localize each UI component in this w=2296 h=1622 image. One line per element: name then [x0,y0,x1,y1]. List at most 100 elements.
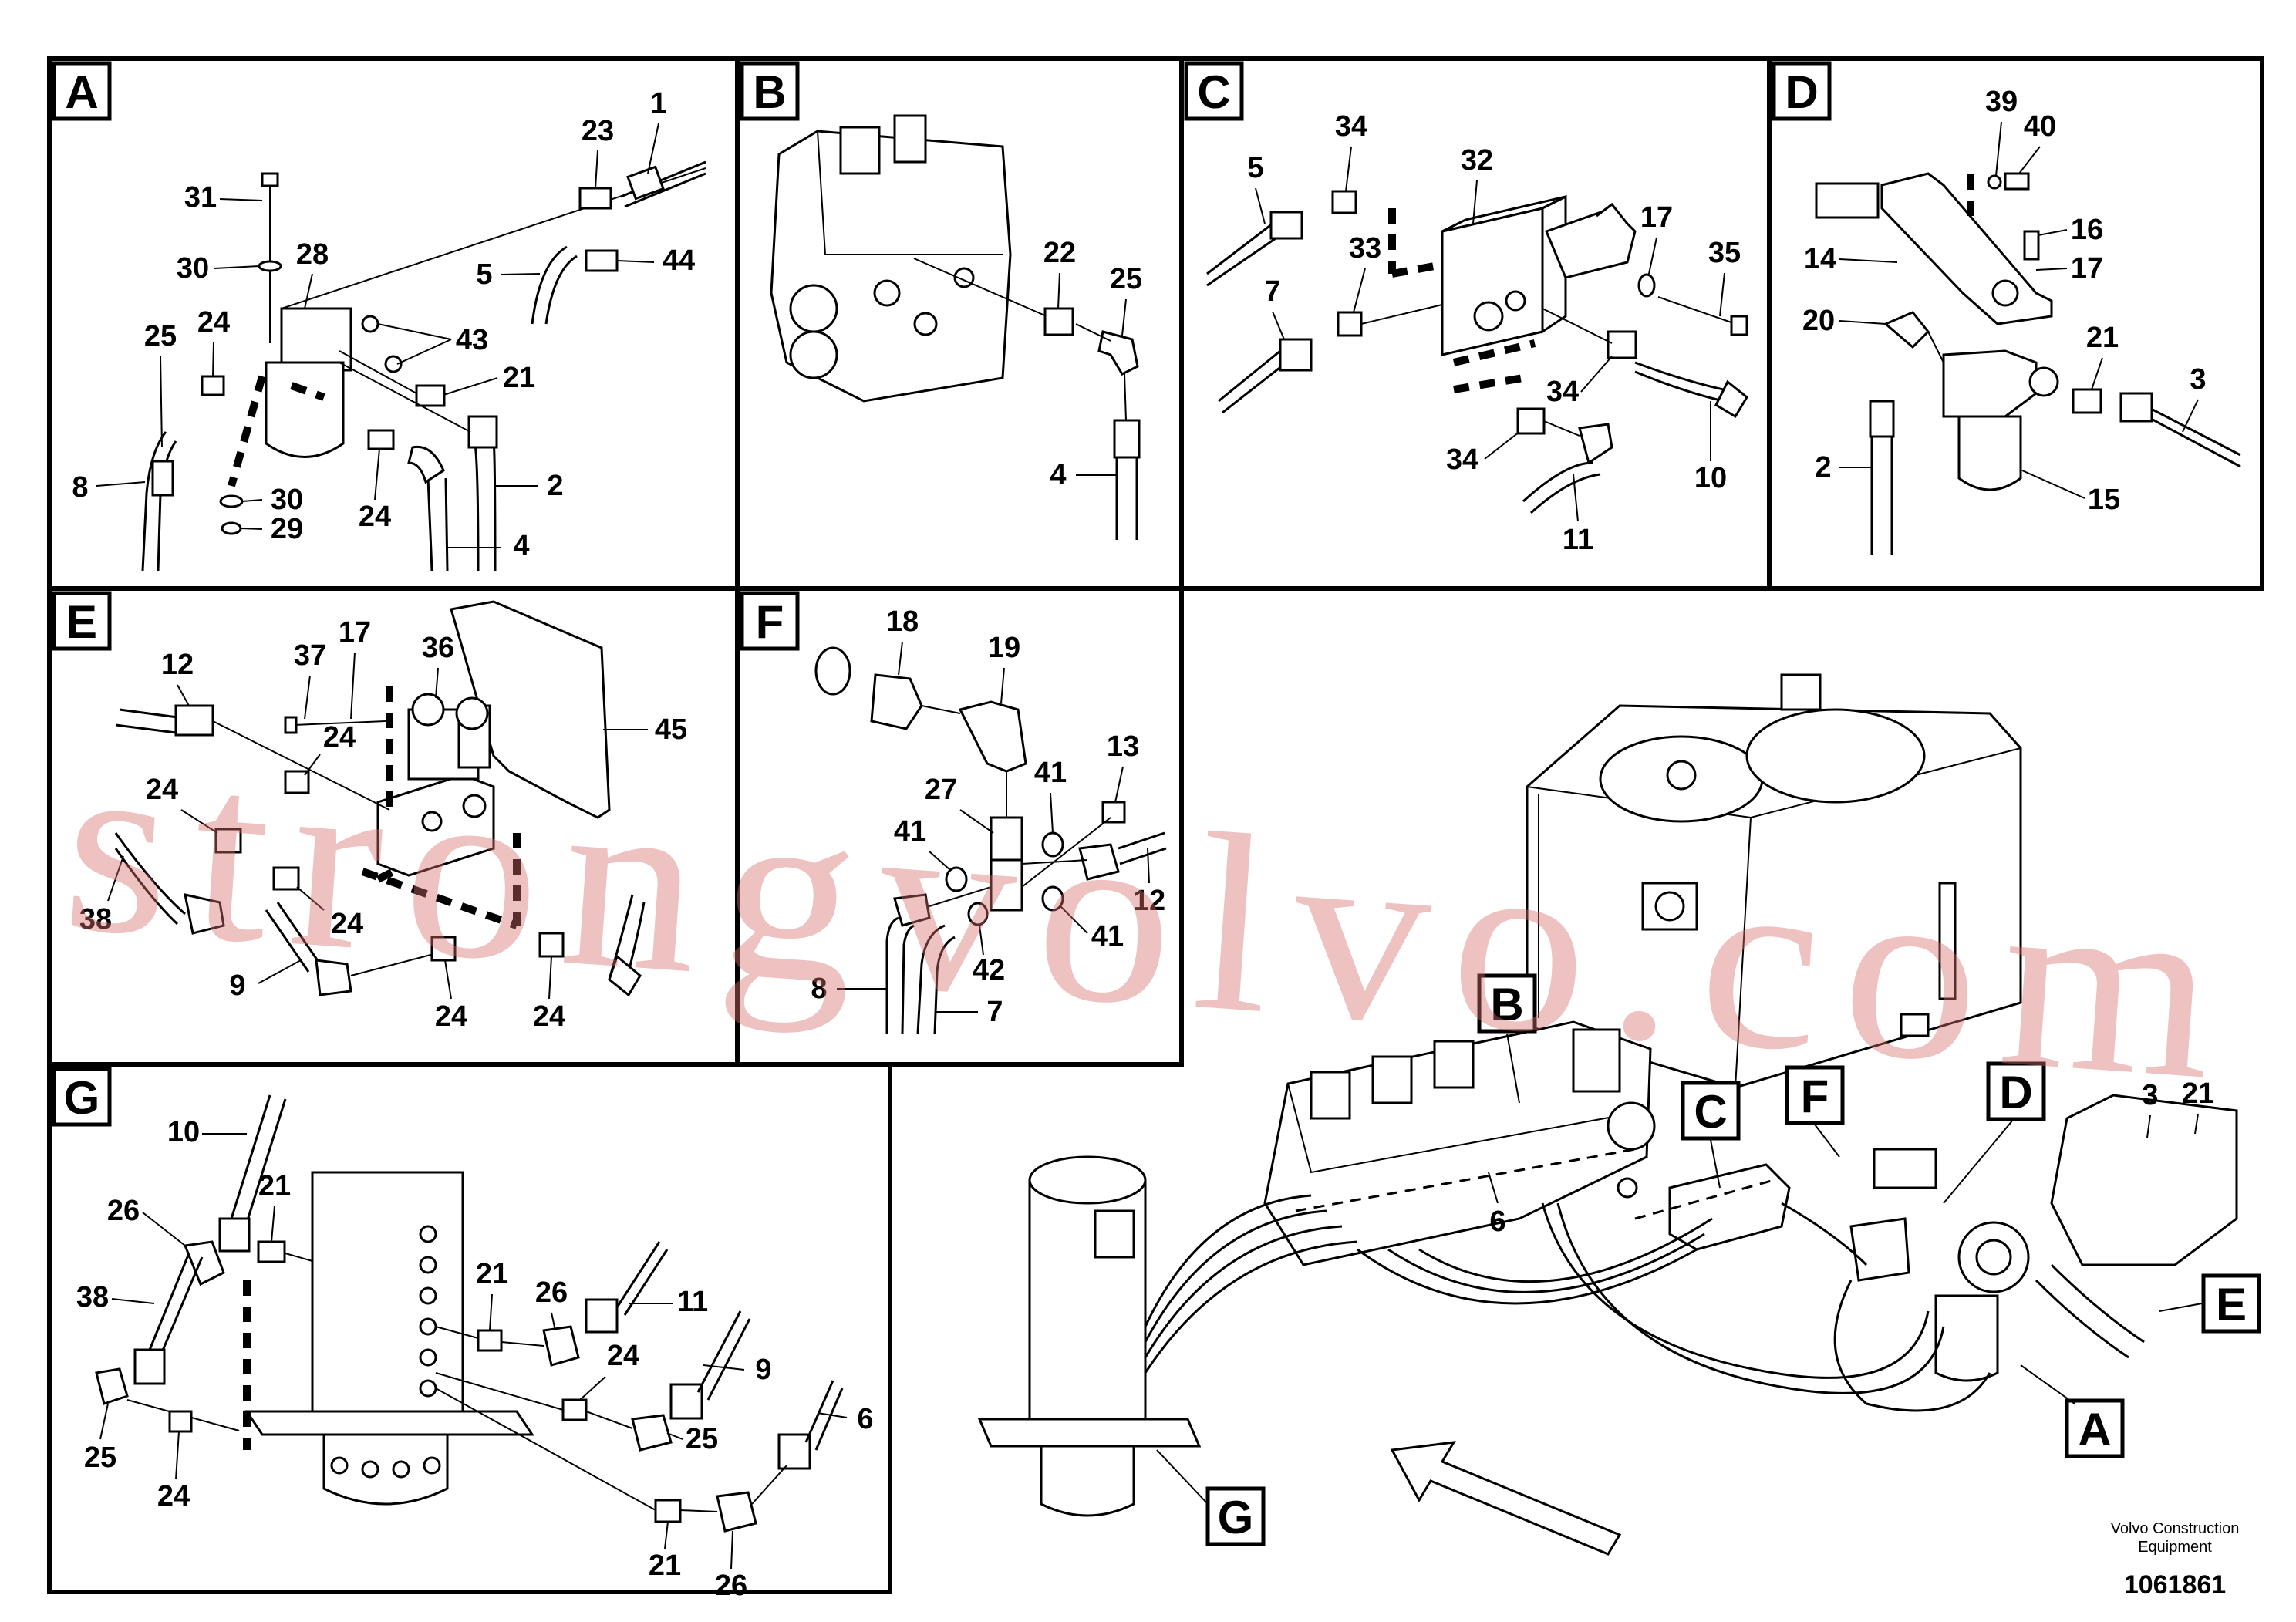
callout: 36 [422,632,454,664]
callout: 4 [513,530,529,562]
callout: 12 [1133,885,1165,917]
callout: 17 [2071,252,2103,285]
panel-label-f: F [740,591,800,651]
panel-e-callouts: 12 37 17 36 45 24 24 38 24 9 24 24 [79,616,687,1033]
panel-label-e: E [52,591,112,651]
svg-text:E: E [2216,1279,2247,1330]
svg-text:D: D [1999,1067,2032,1118]
panel-f-drawing [814,646,1167,1034]
drawing-number: 1061861 [2124,1570,2226,1600]
callout: 45 [655,713,687,746]
svg-text:G: G [64,1072,100,1124]
callout: 42 [973,954,1005,986]
callout: 24 [331,908,363,940]
panel-f-callouts: 18 19 13 27 41 41 12 41 42 8 7 [811,605,1165,1028]
callout: 41 [1091,920,1124,953]
callout: 23 [582,115,614,147]
callout: 16 [2071,214,2103,246]
overview-label-a: A [2020,1364,2125,1458]
svg-text:B: B [753,66,786,118]
callout: 32 [1461,144,1493,177]
callout: 6 [1489,1206,1505,1238]
callout: 30 [271,484,303,516]
callout: 10 [167,1116,200,1148]
panel-g-drawing [95,1094,844,1533]
callout: 41 [1034,757,1067,789]
callout: 31 [184,181,217,214]
callout: 22 [1043,237,1076,269]
callout: 4 [1050,459,1066,491]
callout: 24 [197,306,230,339]
callout: 35 [1708,237,1741,269]
callout: 41 [894,815,926,848]
panel-label-g: G [52,1067,112,1127]
panel-a-drawing [141,160,706,572]
callout: 2 [547,470,563,502]
panel-b-callouts: 22 25 4 [1043,237,1142,491]
callout: 15 [2088,484,2120,516]
drawing-footer: Volvo Construction Equipment 1061861 [2111,1520,2240,1600]
callout: 5 [476,258,492,291]
callout: 34 [1335,110,1367,143]
panel-frames [47,56,2264,1594]
callout: 17 [339,616,371,649]
callout: 40 [2024,110,2056,143]
callout: 14 [1804,243,1836,275]
callout: 34 [1546,376,1579,408]
callout: 2 [1815,451,1831,484]
callout: 17 [1640,201,1673,234]
panel-b-drawing [770,114,1141,540]
callout: 30 [177,252,209,285]
callout: 10 [1694,462,1727,494]
callout: 21 [503,362,535,394]
callout: 26 [715,1570,747,1602]
callout: 44 [663,244,695,277]
panel-label-b: B [740,61,800,121]
callout: 25 [1110,263,1142,295]
callout: 21 [258,1170,291,1202]
callout: 5 [1247,152,1263,184]
callout: 25 [84,1442,116,1474]
svg-text:A: A [65,66,98,118]
callout: 27 [925,774,957,806]
overview-label-c: C [1681,1081,1741,1189]
svg-text:C: C [1694,1086,1727,1138]
callout: 11 [1563,524,1593,556]
callout: 19 [988,632,1020,664]
panel-label-c: C [1184,61,1244,121]
callout: 24 [435,1000,467,1033]
callout: 24 [533,1000,565,1033]
callout: 9 [755,1354,771,1386]
panel-g-callouts: 10 26 21 21 26 11 38 24 9 6 25 24 25 21 … [76,1116,874,1602]
callout: 24 [323,721,356,754]
company-name-line1: Volvo Construction [2111,1520,2240,1537]
callout: 20 [1802,305,1835,337]
overview-label-d: D [1943,1061,2046,1204]
callout: 21 [476,1258,508,1290]
callout: 6 [857,1403,873,1435]
overview-label-b: B [1477,973,1537,1104]
callout: 8 [72,471,88,504]
callout: 39 [1985,86,2018,118]
callout: 11 [677,1286,708,1318]
svg-text:G: G [1218,1492,1254,1543]
callout: 8 [811,973,827,1005]
panel-label-d: D [1772,61,1832,121]
callout: 26 [535,1276,568,1309]
callout: 9 [229,969,245,1002]
callout: 38 [79,903,112,936]
callout: 13 [1107,730,1139,763]
overview-label-g: G [1156,1449,1266,1546]
svg-text:A: A [2078,1404,2111,1455]
callout: 18 [886,605,919,638]
callout: 24 [146,774,178,806]
overview-label-e: E [2159,1273,2261,1334]
callout: 3 [2190,363,2206,396]
overview-label-f: F [1785,1065,1845,1158]
svg-text:F: F [756,596,784,648]
callout: 26 [107,1195,140,1227]
callout: 33 [1349,232,1381,265]
callout: 21 [649,1549,681,1582]
callout: 21 [2086,322,2119,354]
